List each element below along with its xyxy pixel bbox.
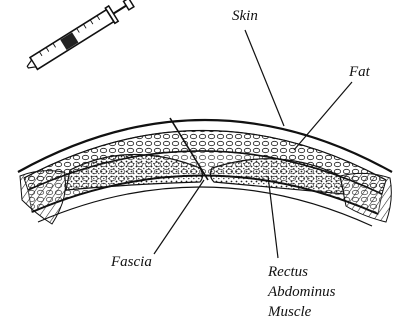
skin-leader-line xyxy=(245,30,284,126)
rectus-muscle-label: Rectus Abdominus Muscle xyxy=(268,262,336,322)
left-flank-muscle xyxy=(20,171,66,224)
fascia-label: Fascia xyxy=(111,254,152,271)
rectus-label-line-3: Muscle xyxy=(268,302,336,322)
right-flank-muscle xyxy=(340,173,391,222)
rectus-label-line-1: Rectus xyxy=(268,262,336,282)
fascia-leader-line xyxy=(154,180,204,254)
syringe-icon xyxy=(23,0,136,75)
skin-label: Skin xyxy=(232,8,258,25)
fat-label: Fat xyxy=(349,64,370,81)
rectus-label-line-2: Abdominus xyxy=(268,282,336,302)
